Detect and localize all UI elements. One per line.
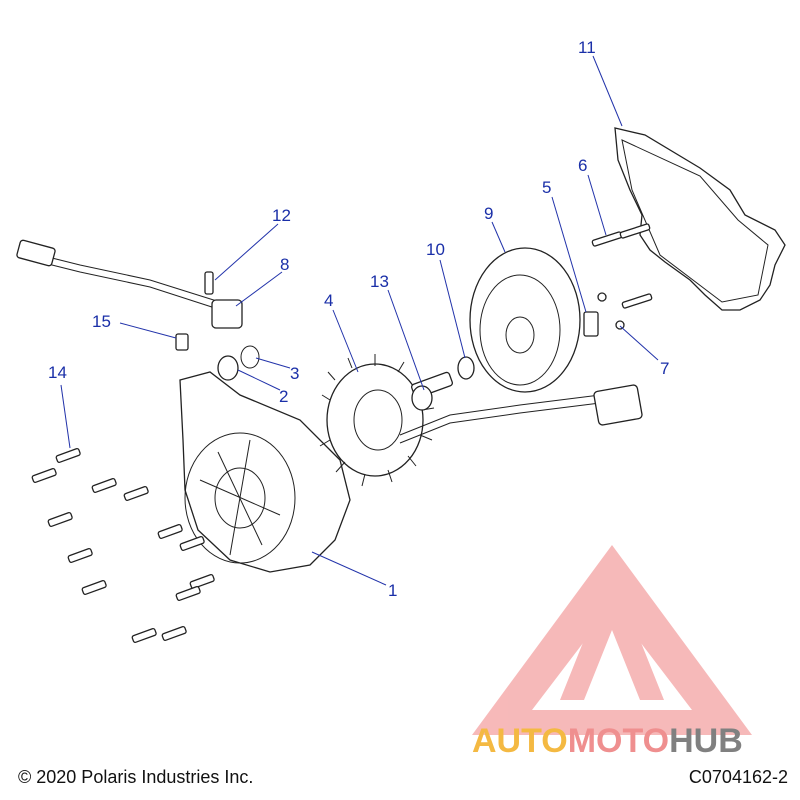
callout-5: 5 [542, 178, 551, 197]
callout-13: 13 [370, 272, 389, 291]
stator-harness-part [399, 394, 601, 436]
sensor-cable-part [39, 254, 221, 303]
watermark-hub: HUB [669, 722, 743, 760]
watermark-moto: MOTO [568, 722, 669, 760]
callout-9: 9 [484, 204, 493, 223]
leader-lines [60, 55, 659, 586]
trigger-plate-part [583, 311, 599, 337]
callout-8: 8 [280, 255, 289, 274]
retaining-ring-part [240, 345, 260, 369]
callout-7: 7 [660, 359, 669, 378]
copyright-text: © 2020 Polaris Industries Inc. [18, 767, 254, 787]
watermark-logo-icon [472, 545, 752, 735]
gasket-part [614, 127, 786, 311]
callout-6: 6 [578, 156, 587, 175]
flywheel-part [469, 247, 581, 393]
washer-part [457, 356, 475, 380]
stator-cover-part [179, 371, 351, 573]
clip-part [175, 333, 189, 351]
callout-14: 14 [48, 363, 67, 382]
cover-bolts-part [31, 447, 215, 643]
callout-3: 3 [290, 364, 299, 383]
crank-sensor-part [211, 299, 243, 329]
callout-12: 12 [272, 206, 291, 225]
callout-15: 15 [92, 312, 111, 331]
callout-4: 4 [324, 291, 333, 310]
watermark-auto: AUTO [472, 722, 568, 760]
screws-part [591, 223, 653, 330]
stator-part [319, 354, 435, 487]
callout-11: 11 [578, 38, 596, 57]
drawing-code-text: C0704162-2 [688, 767, 788, 787]
oil-seal-part [217, 355, 239, 381]
callout-10: 10 [426, 240, 445, 259]
watermark-text: AUTOMOTOHUB [472, 722, 743, 760]
stator-connector-part [593, 384, 643, 426]
sensor-bolt-part [204, 271, 214, 295]
callout-2: 2 [279, 387, 288, 406]
callout-1: 1 [388, 581, 397, 600]
